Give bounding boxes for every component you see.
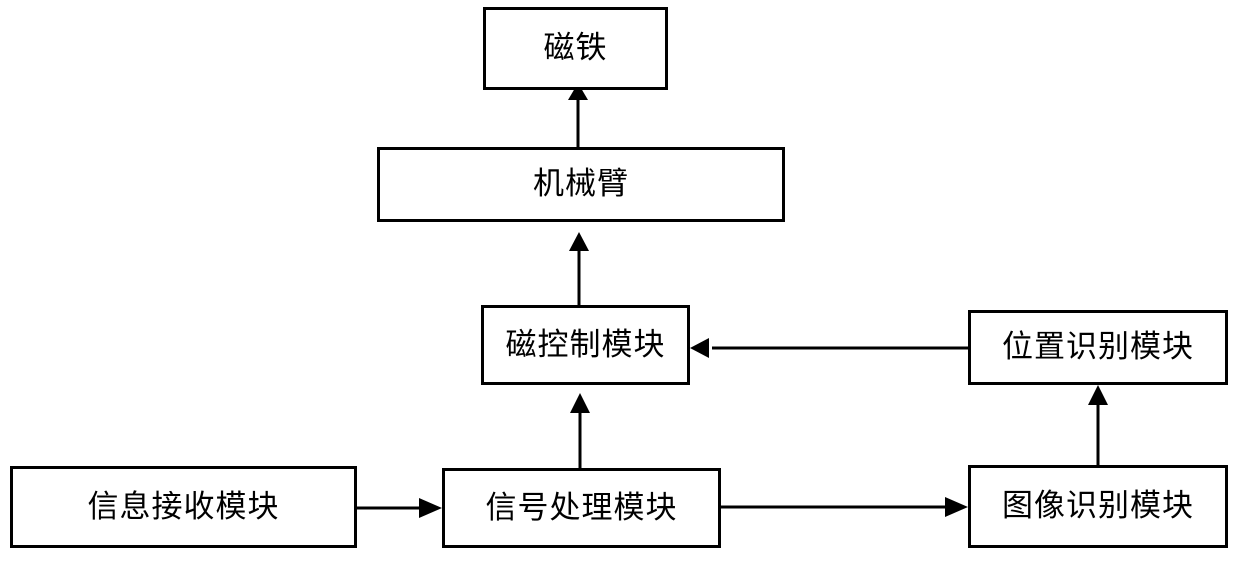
node-magnet[interactable]: 磁铁 — [483, 7, 668, 90]
edge-signal-to-image — [721, 497, 968, 517]
node-magnetic-control-label: 磁控制模块 — [505, 326, 666, 363]
node-magnet-label: 磁铁 — [543, 30, 608, 66]
node-position-recognition-label: 位置识别模块 — [1002, 329, 1194, 365]
node-image-recognition[interactable]: 图像识别模块 — [968, 465, 1228, 548]
edge-control-to-arm — [569, 232, 589, 305]
edge-signal-to-control — [570, 393, 590, 468]
node-info-receiving[interactable]: 信息接收模块 — [10, 466, 357, 548]
node-info-receiving-label: 信息接收模块 — [87, 488, 280, 525]
node-signal-processing[interactable]: 信号处理模块 — [442, 468, 721, 548]
node-robotic-arm-label: 机械臂 — [533, 166, 629, 202]
node-signal-processing-label: 信号处理模块 — [485, 489, 678, 526]
node-robotic-arm[interactable]: 机械臂 — [377, 147, 785, 222]
edge-position-to-control — [690, 338, 968, 358]
edge-info-to-signal — [357, 498, 442, 518]
node-image-recognition-label: 图像识别模块 — [1002, 488, 1194, 524]
edge-image-to-position — [1088, 385, 1108, 465]
node-position-recognition[interactable]: 位置识别模块 — [968, 310, 1228, 385]
node-magnetic-control[interactable]: 磁控制模块 — [481, 305, 690, 385]
edge-arm-to-magnet — [568, 83, 588, 147]
